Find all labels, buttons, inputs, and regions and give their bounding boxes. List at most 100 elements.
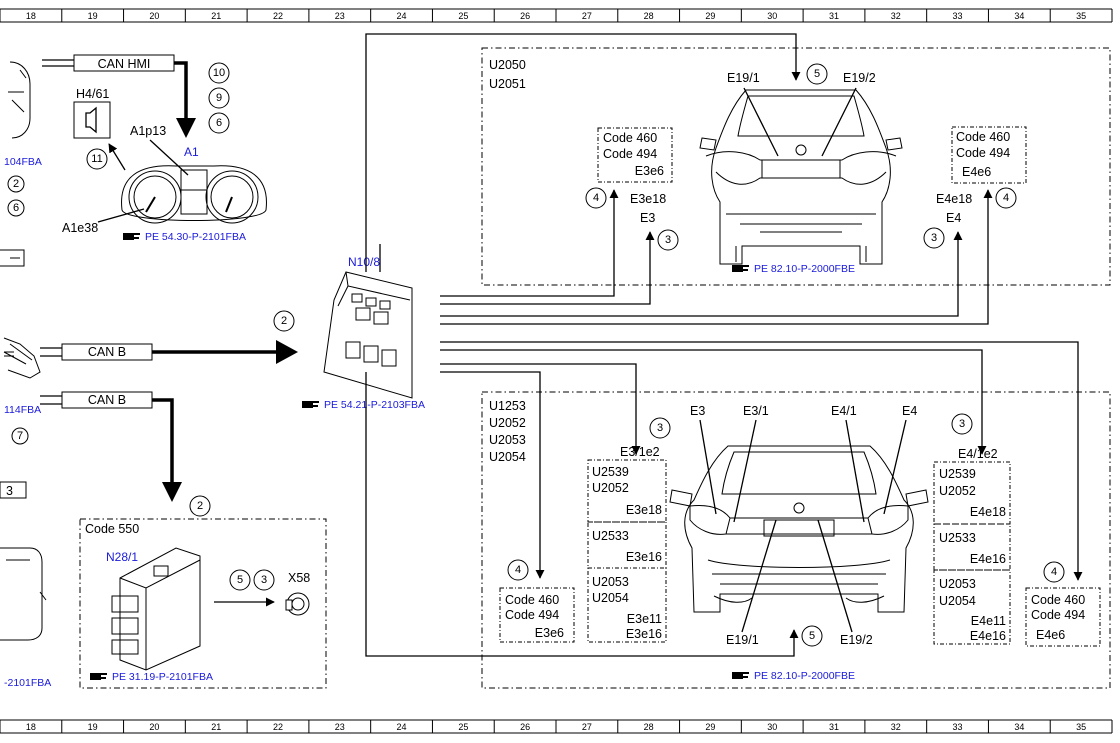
can-b-upper-circle-2 bbox=[273, 310, 295, 332]
sam-module-group: N10/8 PE 54.21-P-2103FBA bbox=[302, 244, 425, 411]
bottom-right-box-2-0: U2533 bbox=[939, 531, 976, 545]
ruler-number: 27 bbox=[582, 722, 592, 732]
bottom-e4: E4 bbox=[902, 404, 917, 418]
bottom-car-group: U1253 U2052 U2053 U2054 E3 E3/1 E4/1 E4 … bbox=[481, 391, 1111, 689]
ruler-number: 23 bbox=[335, 11, 345, 21]
top-e19-2: E19/2 bbox=[843, 71, 876, 85]
bottom-right-box-1 bbox=[933, 461, 1011, 525]
ruler-number: 25 bbox=[458, 11, 468, 21]
top-car-code-1: U2051 bbox=[489, 77, 526, 91]
top-left-circle-4-label: 4 bbox=[593, 192, 599, 204]
ruler-number: 18 bbox=[26, 722, 36, 732]
bottom-right-box-1-0: U2539 bbox=[939, 467, 976, 481]
trailer-circle-5 bbox=[229, 569, 251, 591]
bottom-right-circle-3-label: 3 bbox=[959, 418, 965, 430]
bottom-car-code-3: U2054 bbox=[489, 450, 526, 464]
bottom-left-box-2-1: E3e16 bbox=[626, 550, 662, 564]
bottom-right-code-0: Code 460 bbox=[1031, 593, 1085, 607]
cluster-circle-9: 9 bbox=[216, 92, 222, 104]
bottom-right-box-1-1: U2052 bbox=[939, 484, 976, 498]
bottom-left-box-3-2: E3e11 bbox=[627, 612, 662, 626]
top-right-circle-3 bbox=[923, 227, 945, 249]
bottom-right-code-2: E4e6 bbox=[1036, 628, 1065, 642]
bottom-left-code-0: Code 460 bbox=[505, 593, 559, 607]
trailer-code: Code 550 bbox=[85, 522, 139, 536]
cluster-circle-10: 10 bbox=[213, 67, 225, 79]
bottom-right-box-2-1: E4e16 bbox=[970, 552, 1006, 566]
ruler-number: 35 bbox=[1076, 11, 1086, 21]
cluster-ref: PE 54.30-P-2101FBA bbox=[145, 231, 246, 243]
top-left-e3e18: E3e18 bbox=[630, 192, 666, 206]
ruler-number: 24 bbox=[397, 11, 407, 21]
speaker-label: H4/61 bbox=[76, 87, 109, 101]
bottom-car-code-2: U2053 bbox=[489, 433, 526, 447]
top-right-code-2: E4e6 bbox=[962, 165, 991, 179]
ruler-number: 35 bbox=[1076, 722, 1086, 732]
bottom-right-code-box bbox=[1025, 587, 1101, 647]
top-e19-1: E19/1 bbox=[727, 71, 760, 85]
bottom-right-group-label: E4/1e2 bbox=[958, 447, 998, 461]
left-circle-7-label: 7 bbox=[17, 430, 23, 442]
trailer-circle-3 bbox=[253, 569, 275, 591]
trailer-module-group: Code 550 N28/1 5 3 X58 PE 31.19-P-2101FB… bbox=[79, 518, 327, 689]
bottom-e3: E3 bbox=[690, 404, 705, 418]
ruler-number: 28 bbox=[644, 722, 654, 732]
top-right-circle-3-label: 3 bbox=[931, 232, 937, 244]
left-box-3 bbox=[0, 481, 27, 499]
ruler-number: 21 bbox=[211, 722, 221, 732]
top-right-e4e18: E4e18 bbox=[936, 192, 972, 206]
top-left-code-0: Code 460 bbox=[603, 131, 657, 145]
left-ref-104fba: 104FBA bbox=[4, 156, 42, 168]
trailer-code-frame bbox=[79, 518, 327, 689]
bottom-e19-2: E19/2 bbox=[840, 633, 873, 647]
can-b-lower-circle-2-label: 2 bbox=[197, 500, 203, 512]
bottom-left-box-1-0: U2539 bbox=[592, 465, 629, 479]
ruler-number: 25 bbox=[458, 722, 468, 732]
left-circle-2 bbox=[7, 175, 25, 193]
top-right-code-1: Code 494 bbox=[956, 146, 1010, 160]
top-right-e4: E4 bbox=[946, 211, 961, 225]
can-b-upper-label: CAN B bbox=[88, 345, 126, 359]
bottom-e3-1: E3/1 bbox=[743, 404, 769, 418]
sam-ref-hand-icon bbox=[302, 401, 319, 408]
ruler-number: 34 bbox=[1014, 722, 1024, 732]
ruler-number: 22 bbox=[273, 11, 283, 21]
ruler-number: 33 bbox=[953, 11, 963, 21]
cluster-circles: 10 9 6 bbox=[208, 62, 230, 134]
bottom-right-box-3-1: U2054 bbox=[939, 594, 976, 608]
ruler-number: 34 bbox=[1014, 11, 1024, 21]
trailer-ref-hand-icon bbox=[90, 673, 107, 680]
bottom-right-circle-3 bbox=[951, 413, 973, 435]
can-b-upper-circle-2-label: 2 bbox=[281, 315, 287, 327]
pointing-hand-icon bbox=[123, 233, 140, 240]
ruler-number: 26 bbox=[520, 11, 530, 21]
bottom-right-box-3 bbox=[933, 569, 1011, 645]
bottom-right-code-1: Code 494 bbox=[1031, 608, 1085, 622]
ruler-number: 30 bbox=[767, 11, 777, 21]
ruler-number: 23 bbox=[335, 722, 345, 732]
ruler-number: 18 bbox=[26, 11, 36, 21]
bottom-left-circle-4 bbox=[507, 559, 529, 581]
trailer-circle-3-label: 3 bbox=[261, 574, 267, 586]
bottom-left-box-1-2: E3e18 bbox=[626, 503, 662, 517]
can-b-lower-circle-2 bbox=[189, 495, 211, 517]
bottom-car-frame bbox=[481, 391, 1111, 689]
sam-name: N10/8 bbox=[348, 255, 380, 269]
top-left-circle-3 bbox=[657, 229, 679, 251]
bottom-left-box-1-1: U2052 bbox=[592, 481, 629, 495]
top-left-code-1: Code 494 bbox=[603, 147, 657, 161]
ruler-number: 28 bbox=[644, 11, 654, 21]
cluster-name: A1 bbox=[184, 145, 199, 159]
top-car-frame bbox=[481, 47, 1111, 286]
left-circle-6-label: 6 bbox=[13, 202, 19, 214]
trailer-module-name: N28/1 bbox=[106, 550, 138, 564]
left-ref-114fba: 114FBA bbox=[4, 404, 41, 416]
bottom-right-box-3-0: U2053 bbox=[939, 577, 976, 591]
bottom-left-box-3-3: E3e16 bbox=[626, 627, 662, 641]
can-b-upper-group: CAN B 2 bbox=[4, 310, 298, 364]
top-car-ref: PE 82.10-P-2000FBE bbox=[754, 263, 855, 275]
bottom-left-group-label: E3/1e2 bbox=[620, 445, 660, 459]
ruler-number: 31 bbox=[829, 11, 839, 21]
left-box-3-label: 3 bbox=[6, 484, 13, 498]
